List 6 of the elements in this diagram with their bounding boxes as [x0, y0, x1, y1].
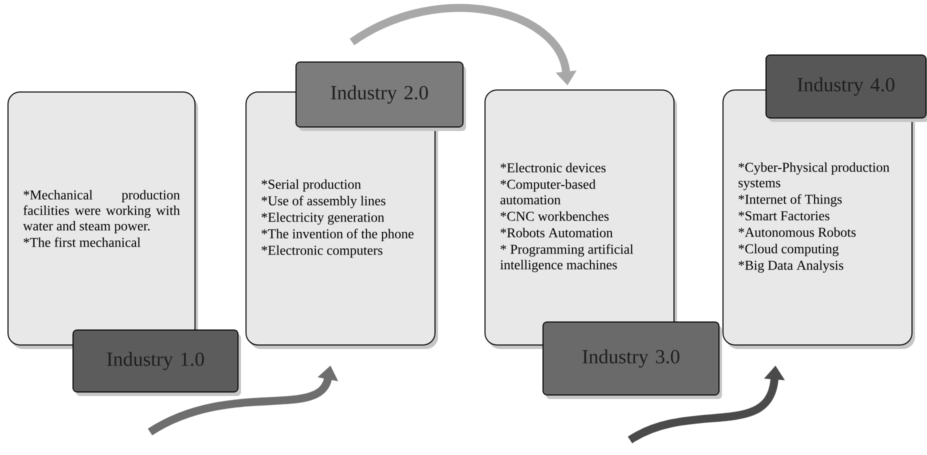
stage-card: *Mechanical production facilities were working with water and steam power. *The first mechanical: [8, 92, 198, 349]
stage-tab: Industry 4.0: [766, 54, 927, 122]
stage-tab: Industry 1.0: [72, 330, 241, 396]
stage-tab: Industry 2.0: [296, 62, 466, 131]
stage-card: *Electronic devices *Computer-based automation *CNC workbenches *Robots Automation * Programming artificial intelligence machines: [484, 90, 677, 349]
stage-tab: Industry 3.0: [542, 322, 722, 399]
